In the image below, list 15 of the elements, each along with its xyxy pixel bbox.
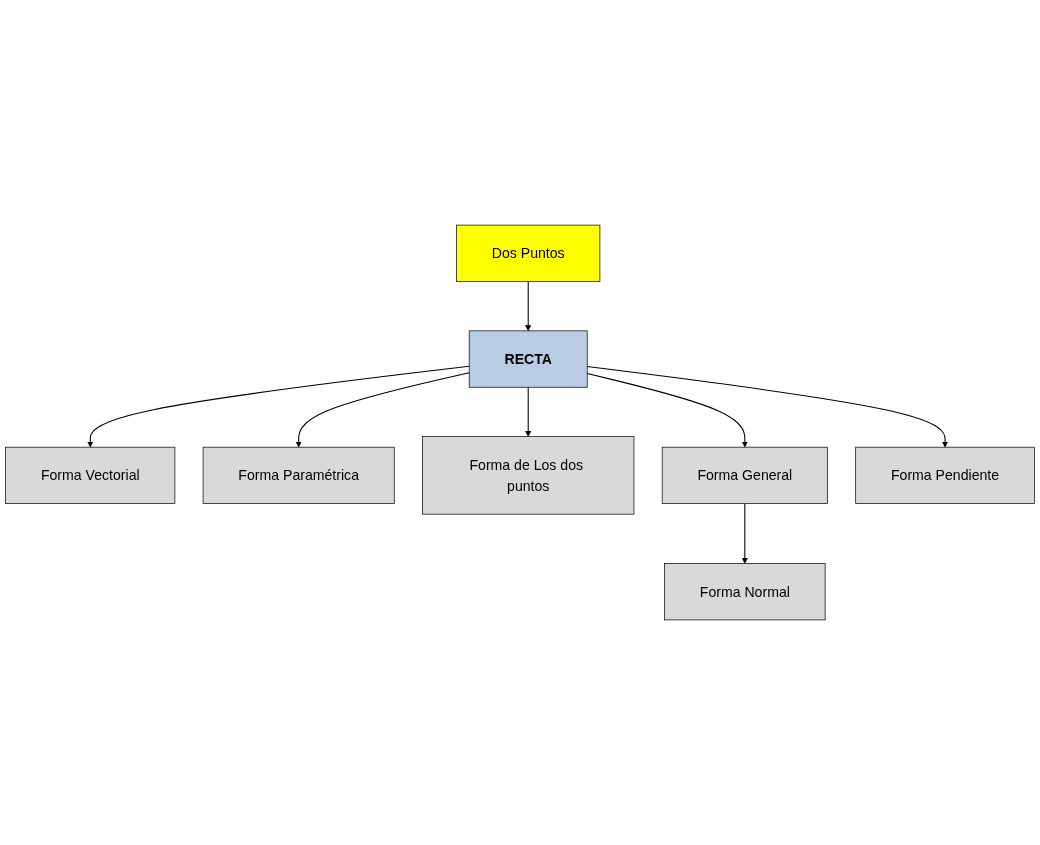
node-box: Forma Vectorial bbox=[5, 446, 176, 504]
node-box: Forma Paramétrica bbox=[202, 446, 395, 504]
arrow bbox=[741, 503, 748, 564]
node-box: RECTA bbox=[468, 330, 588, 388]
node-box: Dos Puntos bbox=[456, 224, 601, 282]
node-box: Forma de Los dos puntos bbox=[422, 436, 635, 515]
arrow bbox=[525, 386, 532, 437]
arrow bbox=[295, 372, 470, 448]
node-box: Forma Pendiente bbox=[855, 446, 1035, 504]
arrow bbox=[586, 366, 949, 448]
node-box: Forma General bbox=[661, 446, 828, 504]
node-box: Forma Normal bbox=[664, 563, 826, 621]
arrow bbox=[586, 372, 748, 448]
arrow bbox=[87, 365, 470, 448]
arrow bbox=[525, 280, 532, 332]
